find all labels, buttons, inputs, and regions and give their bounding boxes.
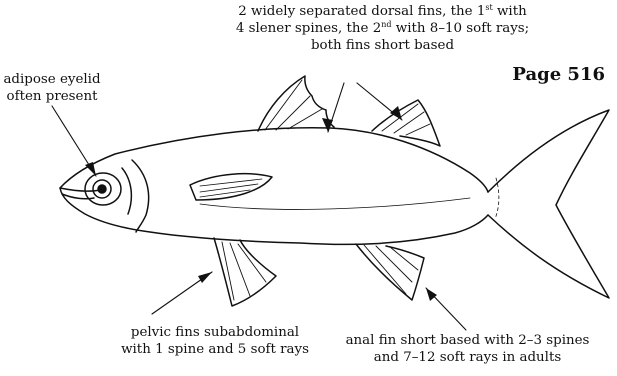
arrowhead-pelvic [198, 272, 212, 283]
fish-body [60, 128, 488, 245]
anal-label-line-1: anal fin short based with 2–3 spines [325, 332, 610, 349]
pupil [98, 185, 106, 193]
eyelid-label-line-1: adipose eyelid [2, 71, 102, 88]
second-dorsal-fin [372, 100, 440, 146]
dorsal-fins-label: 2 widely separated dorsal fins, the 1st … [195, 3, 570, 54]
adipose-eyelid-label: adipose eyelid often present [2, 71, 102, 105]
eyelid-label-line-2: often present [2, 88, 102, 105]
first-dorsal-fin [258, 76, 334, 131]
dorsal-label-line-3: both fins short based [195, 37, 570, 54]
preoperculum [122, 168, 131, 214]
arrowhead-anal [426, 288, 437, 301]
pectoral-fin [190, 174, 272, 200]
pelvic-fins-label: pelvic fins subabdominal with 1 spine an… [95, 324, 335, 358]
dorsal-label-line-2: 4 slener spines, the 2nd with 8–10 soft … [195, 20, 570, 37]
page-reference: Page 516 [512, 64, 605, 85]
operculum [132, 160, 149, 232]
arrowhead-eyelid [85, 162, 96, 176]
anal-fin [356, 244, 424, 300]
anal-label-line-2: and 7–12 soft rays in adults [325, 349, 610, 366]
pelvic-label-line-2: with 1 spine and 5 soft rays [95, 341, 335, 358]
pelvic-label-line-1: pelvic fins subabdominal [95, 324, 335, 341]
dorsal-label-line-1: 2 widely separated dorsal fins, the 1st … [195, 3, 570, 20]
anal-fin-label: anal fin short based with 2–3 spines and… [325, 332, 610, 366]
arrowhead-dorsal-2 [390, 106, 402, 120]
caudal-fin [488, 110, 609, 298]
